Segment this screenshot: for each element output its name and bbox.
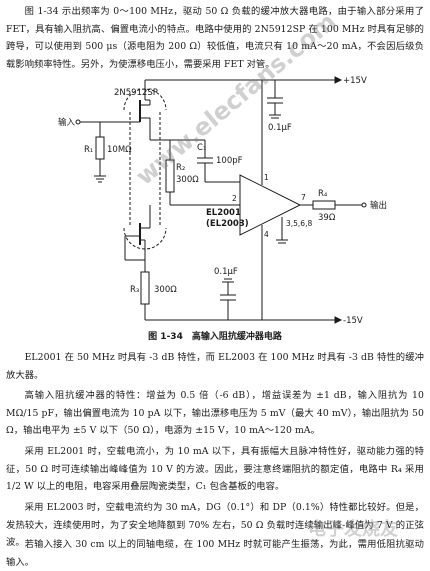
- cap-bottom-value: 0.1μF: [214, 267, 238, 277]
- pin-1-label: 1: [264, 173, 269, 182]
- watermark-bottom: 电子发烧友: [308, 519, 398, 540]
- input-terminal[interactable]: [75, 119, 81, 125]
- fet-pair-outline: [123, 88, 167, 250]
- pins-other-label: 3,5,6,8: [286, 219, 312, 228]
- circuit-diagram: +15V -15V 2N5912SP 输入 输出 R₁ 10MΩ R₂ 300Ω…: [58, 76, 387, 326]
- c1-label: C₁: [197, 143, 206, 153]
- fet-label: 2N5912SP: [114, 88, 158, 98]
- paragraph-characteristics: 高输入阻抗缓冲器的特性：增益为 0.5 倍（-6 dB），增益误差为 ±1 dB…: [6, 390, 424, 437]
- plus-supply-label: +15V: [343, 76, 367, 86]
- positive-supply-arrow: [334, 76, 343, 84]
- output-terminal[interactable]: [361, 202, 367, 208]
- input-label: 输入: [58, 117, 76, 128]
- negative-supply-arrow: [334, 316, 343, 324]
- paragraph-el2003-usage: 采用 EL2003 时，空载电流约为 30 mA，DG（0.1°）和 DP（0.…: [6, 502, 424, 549]
- r4-resistor: [312, 200, 336, 210]
- r2-label: R₂: [176, 163, 185, 173]
- pin-7-label: 7: [301, 193, 306, 202]
- r3-value: 300Ω: [154, 285, 177, 295]
- r3-label: R₃: [130, 285, 139, 295]
- pin-2-label: 2: [232, 194, 237, 203]
- r1-value: 10MΩ: [107, 145, 132, 155]
- r1-label: R₁: [84, 145, 93, 155]
- r4-label: R₄: [318, 189, 328, 199]
- cap-top-value: 0.1μF: [268, 123, 292, 133]
- amp-name: EL2001: [206, 208, 241, 218]
- amplifier-body: [239, 174, 302, 236]
- amp-alt-name: (EL2003): [206, 219, 249, 229]
- pin-4-label: 4: [264, 230, 269, 239]
- figure-caption: 图 1-34 高输入阻抗缓冲器电路: [148, 332, 282, 342]
- intro-paragraph: 图 1-34 示出频率为 0～100 MHz，驱动 50 Ω 负载的缓冲放大器电…: [6, 6, 424, 70]
- r1-resistor: [95, 136, 105, 160]
- paragraph-el2001: EL2001 在 50 MHz 时具有 -3 dB 特性，而 EL2003 在 …: [6, 352, 424, 381]
- minus-supply-label: -15V: [343, 316, 363, 326]
- c1-value: 100pF: [216, 156, 243, 166]
- r2-value: 300Ω: [176, 175, 199, 185]
- paragraph-input-cable: 若输入接入 30 cm 以上的同轴电缆，在 100 MHz 时就可能产生振荡，为…: [6, 539, 424, 568]
- paragraph-el2001-usage: 采用 EL2001 时，空载电流小，为 10 mA 以下，具有振幅大且脉冲特性好…: [6, 446, 424, 493]
- r4-value: 39Ω: [318, 213, 336, 223]
- output-label: 输出: [370, 200, 387, 211]
- r3-resistor: [140, 271, 150, 305]
